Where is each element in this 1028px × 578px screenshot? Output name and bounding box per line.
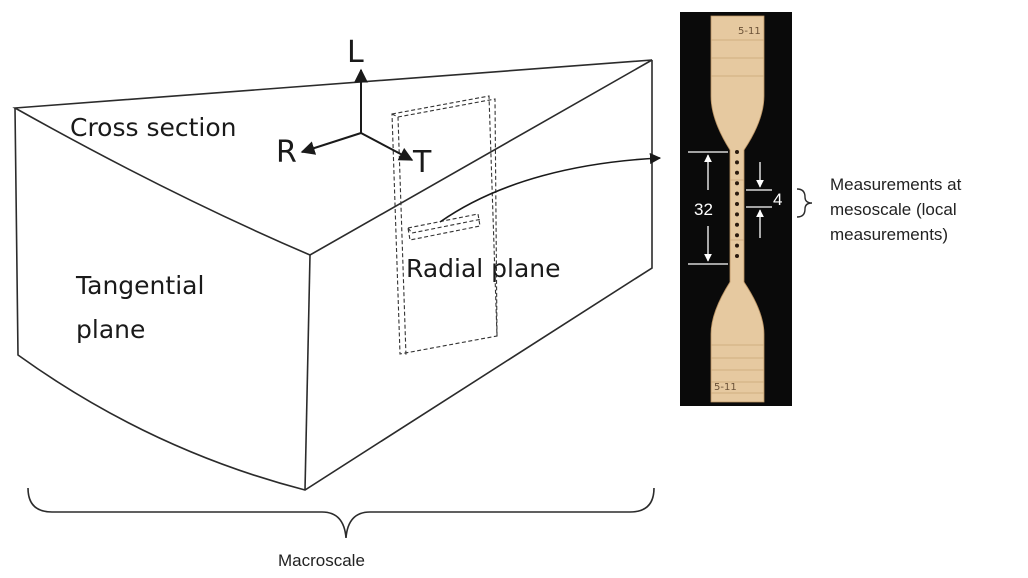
axis-t-label: T <box>412 145 432 180</box>
gauge-dot <box>735 191 739 196</box>
gauge-dot <box>735 202 739 206</box>
radial-plane-label: Radial plane <box>406 254 561 283</box>
mesoscale-label-line2: mesoscale (local <box>830 200 957 219</box>
gauge-length-dimension: 32 <box>688 151 728 265</box>
gauge-dot <box>735 160 739 165</box>
gauge-dot <box>735 170 739 175</box>
tangential-plane-label-line1: Tangential <box>75 271 204 300</box>
block-top-face <box>12 59 653 256</box>
gauge-dot <box>735 233 739 238</box>
gauge-dot <box>735 181 739 186</box>
axis-r-label: R <box>276 135 297 170</box>
connector-arrow <box>439 152 662 223</box>
mesoscale-label-line1: Measurements at <box>830 175 962 194</box>
gauge-dot <box>735 222 739 227</box>
local-length-value: 4 <box>773 190 782 209</box>
gauge-dot <box>735 212 739 217</box>
wood-block <box>12 59 653 491</box>
gauge-dot <box>735 243 739 248</box>
specimen-outline-dashed <box>391 95 498 357</box>
mesoscale-label-line3: measurements) <box>830 225 948 244</box>
specimen-marking-top: 5-11 <box>738 26 761 37</box>
local-length-dimension: 4 <box>746 162 782 238</box>
wood-grain <box>711 39 764 394</box>
orientation-axes: L R T <box>276 35 432 180</box>
mesoscale-brace <box>796 188 813 218</box>
gauge-dots <box>735 150 739 258</box>
gauge-dot <box>735 150 739 154</box>
specimen-marking-bottom: 5-11 <box>714 382 737 393</box>
macroscale-brace <box>27 487 655 539</box>
block-outline <box>14 60 653 491</box>
gauge-dot <box>735 254 739 258</box>
tangential-plane-label-line2: plane <box>76 315 145 344</box>
specimen-photo: 5-11 5-11 32 4 <box>680 12 792 406</box>
gauge-length-value: 32 <box>694 200 713 219</box>
axis-l-label: L <box>347 35 364 70</box>
macroscale-label: Macroscale <box>278 551 365 570</box>
cross-section-label: Cross section <box>70 113 237 142</box>
dogbone-specimen <box>710 15 765 403</box>
block-front-edge <box>304 254 311 491</box>
